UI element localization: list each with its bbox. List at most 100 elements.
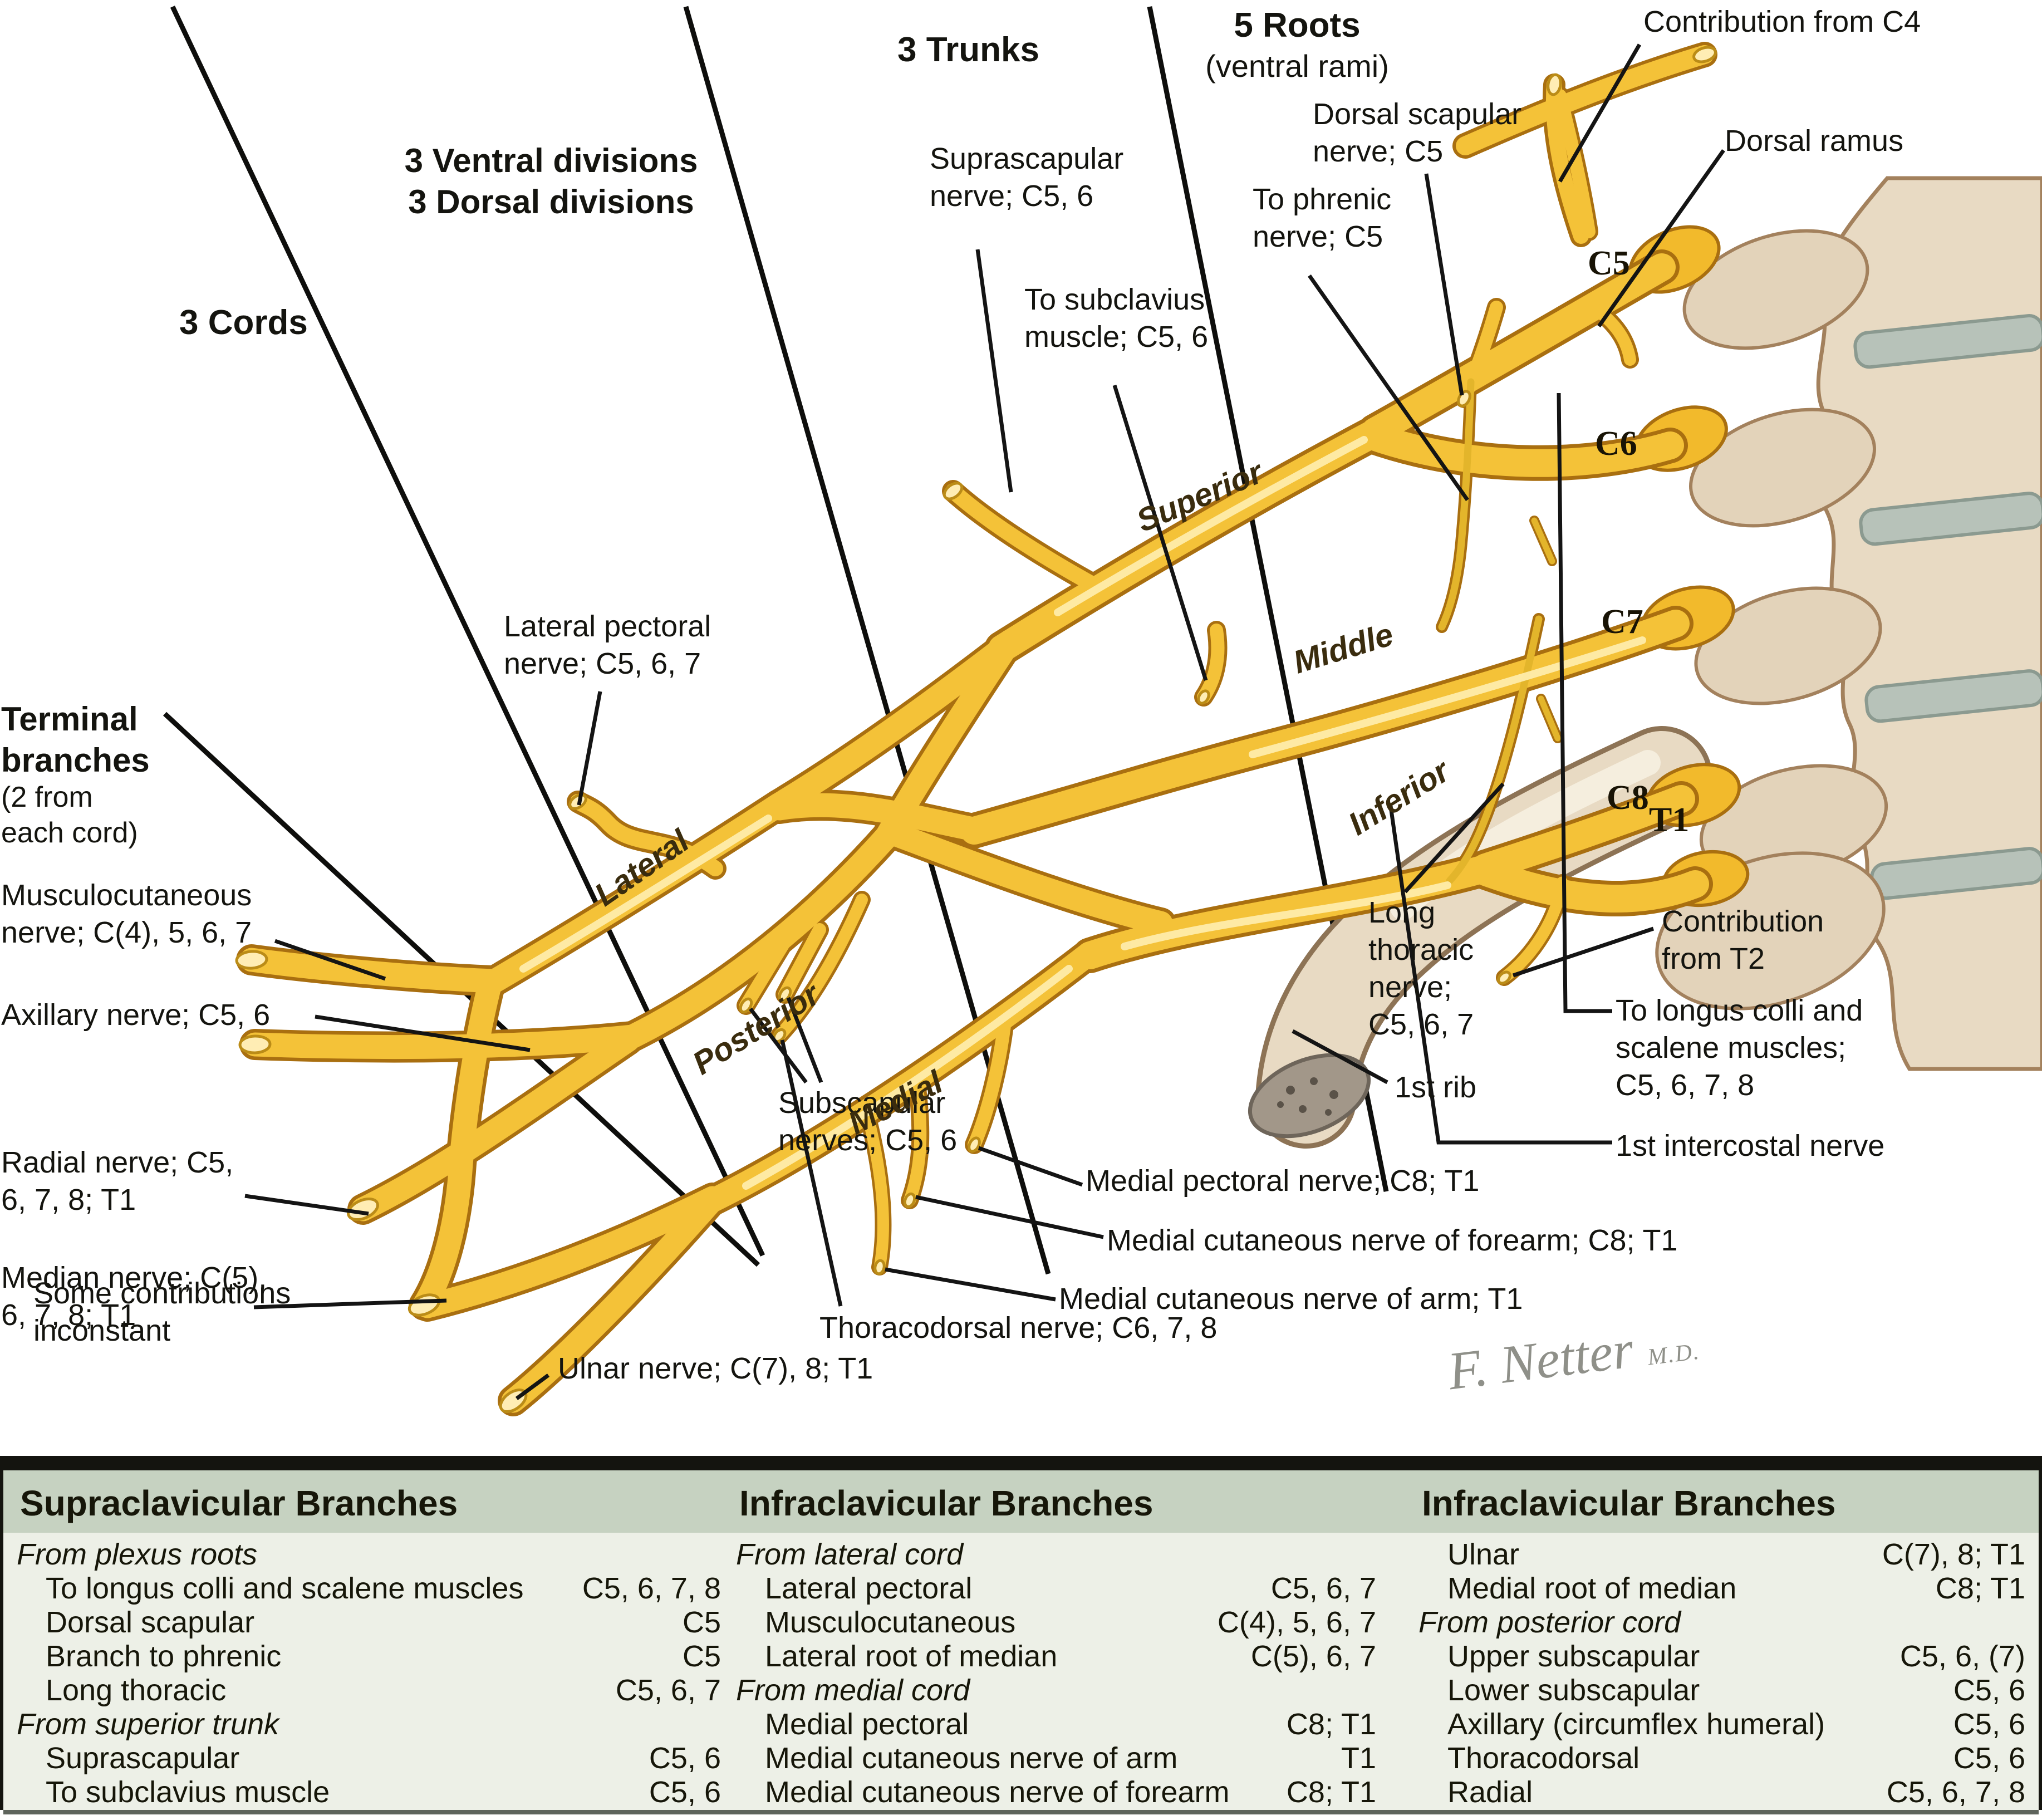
medial-root-median-path — [415, 1186, 725, 1318]
leader-mc-forearm — [915, 1195, 1104, 1239]
table-row: From superior trunk — [17, 1707, 721, 1741]
row-value: C(4), 5, 6, 7 — [1217, 1605, 1376, 1639]
table-top-rule — [3, 1456, 2039, 1470]
row-value: C5, 6, (7) — [1899, 1639, 2025, 1673]
terminal-zone-note: (2 from each cord) — [1, 781, 138, 850]
divisions-zone-title: 3 Ventral divisions 3 Dorsal divisions — [404, 142, 698, 221]
row-value: C5, 6 — [1953, 1707, 2025, 1741]
row-name: Medial cutaneous nerve of arm — [765, 1741, 1178, 1775]
c6-root-path — [1357, 421, 1684, 477]
label-axillary: Axillary nerve; C5, 6 — [1, 998, 271, 1032]
table-left-border — [0, 1456, 3, 1810]
label-to-phrenic: To phrenic nerve; C5 — [1253, 183, 1392, 253]
row-name: Medial cutaneous nerve of forearm — [765, 1775, 1230, 1809]
label-subscapular: Subscapular nerves; C5, 6 — [778, 1086, 958, 1157]
subscapular-path-1 — [739, 936, 791, 1012]
leader-mc-arm — [885, 1267, 1056, 1302]
lateral-cord-path — [479, 793, 791, 995]
roots-zone-title: 5 Roots — [1234, 6, 1361, 45]
table-header-infraclavicular-2: Infraclavicular Branches — [1422, 1483, 1836, 1523]
subscapular-path-2 — [778, 923, 826, 1001]
axillary-path — [243, 1024, 644, 1059]
leader-dorsal-scapular — [1424, 173, 1464, 396]
label-thoracodorsal: Thoracodorsal nerve; C6, 7, 8 — [819, 1311, 1218, 1345]
label-some-contributions: Some contributions inconstant — [33, 1277, 291, 1347]
lateral-pectoral-path — [570, 794, 723, 876]
label-to-subclavius: To subclavius muscle; C5, 6 — [1024, 283, 1209, 354]
leader-thoracodorsal — [780, 1039, 843, 1307]
vertebra-label-c6: C6 — [1595, 425, 1637, 463]
table-right-border — [2039, 1456, 2042, 1810]
table-row: From plexus roots — [17, 1537, 721, 1571]
row-value: C5, 6 — [1953, 1673, 2025, 1707]
label-contribution-c4: Contribution from C4 — [1643, 5, 1921, 38]
medial-cutaneous-forearm-path — [904, 1083, 927, 1206]
posterior-cord-path — [618, 823, 900, 1050]
label-mc-arm: Medial cutaneous nerve of arm; T1 — [1059, 1282, 1523, 1316]
leader-subscapular-1 — [749, 1007, 808, 1084]
table-row: Medial pectoral C8; T1 — [736, 1707, 1376, 1741]
row-value: C8; T1 — [1286, 1775, 1376, 1809]
row-name: From lateral cord — [736, 1537, 964, 1571]
label-mc-forearm: Medial cutaneous nerve of forearm; C8; T… — [1107, 1224, 1678, 1257]
row-name: Medial pectoral — [765, 1707, 969, 1741]
row-name: From superior trunk — [17, 1707, 279, 1741]
row-value: C5, 6, 7, 8 — [1886, 1775, 2025, 1809]
table-body: From plexus roots To longus colli and sc… — [3, 1533, 2039, 1810]
leader-subscapular-2 — [786, 997, 823, 1083]
row-name: From posterior cord — [1418, 1605, 1681, 1639]
suprascapular-path — [945, 483, 1109, 597]
terminal-zone-title: Terminal branches — [1, 700, 150, 779]
roots-zone-subtitle: (ventral rami) — [1205, 48, 1389, 84]
phrenic-path — [1438, 378, 1475, 631]
dorsal-ramus-path — [1587, 301, 1636, 366]
label-first-intercostal: 1st intercostal nerve — [1616, 1129, 1885, 1162]
row-name: From medial cord — [736, 1673, 970, 1707]
table-row: To subclavius muscle C5, 6 — [17, 1775, 721, 1809]
row-name: Lateral pectoral — [765, 1571, 973, 1605]
divider-divisions-trunks — [683, 6, 1051, 1275]
leader-musculocutaneous — [274, 939, 386, 981]
vertebra-label-t1: T1 — [1649, 801, 1690, 839]
label-dorsal-ramus: Dorsal ramus — [1725, 124, 1904, 158]
leader-dorsal-ramus — [1597, 149, 1725, 328]
table-row: From lateral cord — [736, 1537, 1376, 1571]
thoracodorsal-path — [773, 894, 868, 1042]
row-name: To subclavius muscle — [46, 1775, 330, 1809]
medial-cord-path — [699, 942, 1101, 1214]
leader-ulnar — [515, 1373, 550, 1400]
leader-axillary — [315, 1014, 531, 1052]
vertebra-label-c5: C5 — [1588, 244, 1630, 282]
signature-suffix: M.D. — [1646, 1338, 1702, 1371]
row-value: C5, 6 — [649, 1775, 721, 1809]
label-lateral-pectoral: Lateral pectoral nerve; C5, 6, 7 — [504, 610, 711, 680]
row-name: Long thoracic — [46, 1673, 227, 1707]
t2-contribution-path — [1498, 876, 1568, 984]
ulnar-path — [501, 1189, 723, 1413]
plexus-illustration — [163, 6, 2042, 1416]
vertebra-label-c7: C7 — [1601, 603, 1643, 641]
label-radial: Radial nerve; C5, 6, 7, 8; T1 — [1, 1146, 234, 1216]
table-column-supraclavicular: From plexus roots To longus colli and sc… — [17, 1537, 721, 1809]
medial-cutaneous-arm-path — [863, 1117, 889, 1273]
row-value: C5 — [682, 1605, 721, 1639]
leader-to-phrenic — [1308, 274, 1469, 502]
row-value: C(7), 8; T1 — [1882, 1537, 2025, 1571]
row-value: C8; T1 — [1286, 1707, 1376, 1741]
branches-table: Supraclavicular Branches Infraclavicular… — [0, 1456, 2042, 1820]
row-name: Lateral root of median — [765, 1639, 1058, 1673]
t1-root-path — [1471, 858, 1709, 913]
table-header-band: Supraclavicular Branches Infraclavicular… — [3, 1470, 2039, 1533]
label-median: Median nerve; C(5), 6, 7, 8; T1 — [1, 1261, 267, 1332]
